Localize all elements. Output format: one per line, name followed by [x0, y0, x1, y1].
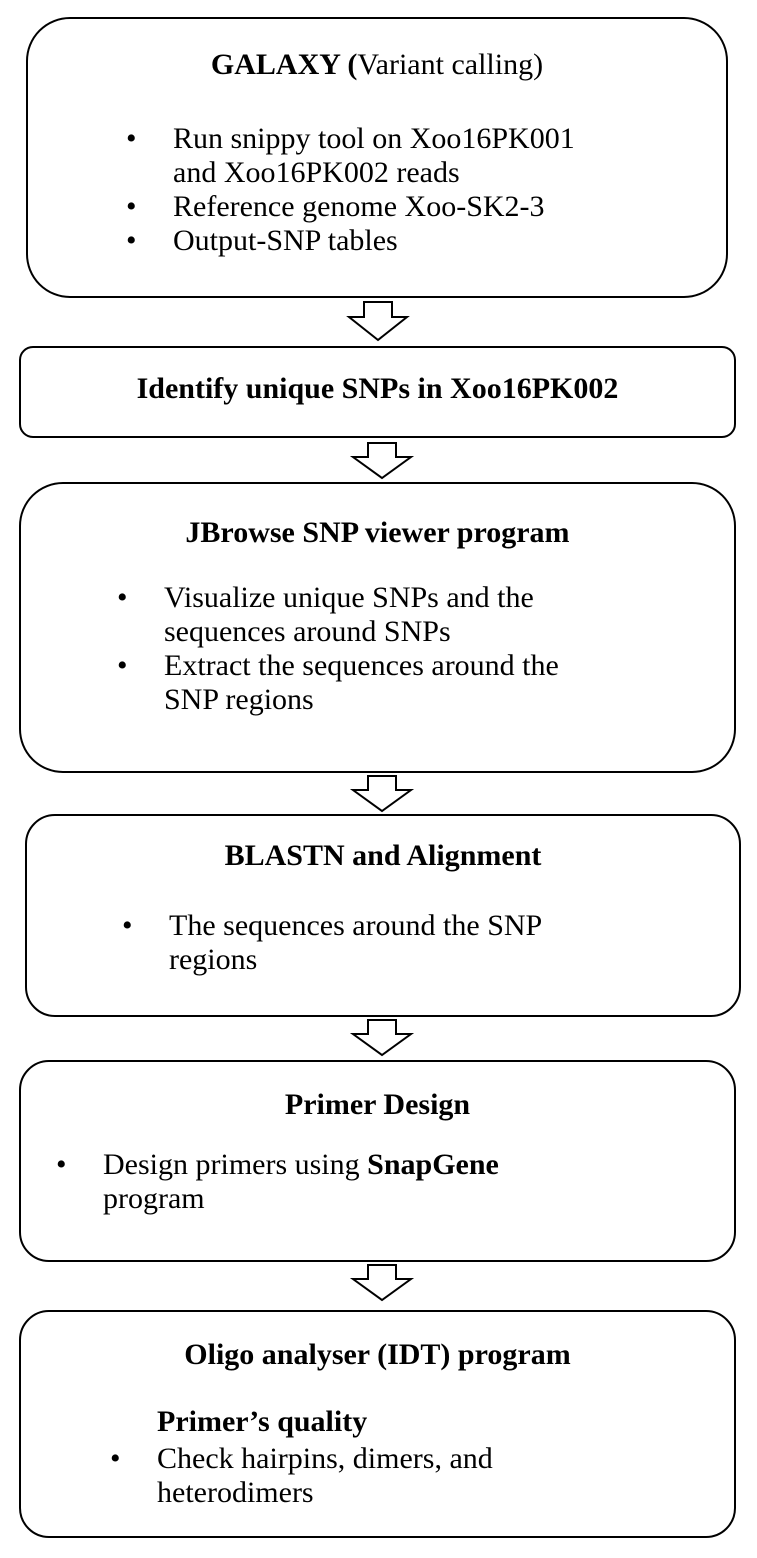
- galaxy-bullets: • Run snippy tool on Xoo16PK001 and Xoo1…: [126, 122, 575, 258]
- galaxy-title: GALAXY (Variant calling): [210, 48, 544, 81]
- blastn-bullets: • The sequences around the SNP regions: [122, 909, 543, 977]
- bullet-icon: •: [126, 190, 137, 223]
- bullet-icon: •: [117, 649, 128, 682]
- primer-design-bullets: • Design primers using SnapGene program: [56, 1148, 499, 1216]
- jbrowse-title: JBrowse SNP viewer program: [185, 516, 570, 549]
- bullet-icon: •: [126, 122, 137, 155]
- bullet-icon: •: [126, 224, 137, 257]
- oligo-bullets: • Check hairpins, dimers, and heterodime…: [110, 1442, 493, 1510]
- snapgene-label: SnapGene: [367, 1148, 499, 1181]
- down-arrow-icon: [349, 775, 415, 813]
- list-item: • Run snippy tool on Xoo16PK001 and Xoo1…: [126, 122, 575, 189]
- bullet-icon: •: [117, 581, 128, 614]
- list-item: • Extract the sequences around the SNP r…: [117, 649, 559, 716]
- blastn-title: BLASTN and Alignment: [224, 839, 542, 872]
- identify-title: Identify unique SNPs in Xoo16PK002: [136, 372, 619, 405]
- list-item: • Design primers using SnapGene program: [56, 1148, 499, 1215]
- bullet-icon: •: [56, 1148, 67, 1181]
- list-item: • Output-SNP tables: [126, 224, 398, 257]
- oligo-title: Oligo analyser (IDT) program: [184, 1338, 571, 1371]
- down-arrow-icon: [346, 301, 410, 342]
- bullet-icon: •: [122, 909, 133, 942]
- list-item: • Visualize unique SNPs and the sequence…: [117, 581, 534, 648]
- oligo-box: Oligo analyser (IDT) program Primer’s qu…: [19, 1310, 736, 1538]
- primer-design-box: Primer Design • Design primers using Sna…: [19, 1060, 736, 1262]
- primer-design-title: Primer Design: [284, 1088, 471, 1121]
- down-arrow-icon: [349, 442, 415, 480]
- identify-box: Identify unique SNPs in Xoo16PK002: [19, 346, 736, 438]
- blastn-box: BLASTN and Alignment • The sequences aro…: [25, 814, 741, 1017]
- jbrowse-bullets: • Visualize unique SNPs and the sequence…: [117, 581, 559, 717]
- list-item: • Reference genome Xoo-SK2-3: [126, 190, 545, 223]
- jbrowse-box: JBrowse SNP viewer program • Visualize u…: [19, 482, 736, 773]
- list-item: • The sequences around the SNP regions: [122, 909, 543, 976]
- galaxy-box: GALAXY (Variant calling) • Run snippy to…: [26, 17, 728, 298]
- list-item: • Check hairpins, dimers, and heterodime…: [110, 1442, 493, 1509]
- down-arrow-icon: [349, 1019, 415, 1057]
- down-arrow-icon: [349, 1264, 415, 1302]
- primer-quality-subtitle: Primer’s quality: [157, 1405, 368, 1438]
- bullet-icon: •: [110, 1442, 121, 1475]
